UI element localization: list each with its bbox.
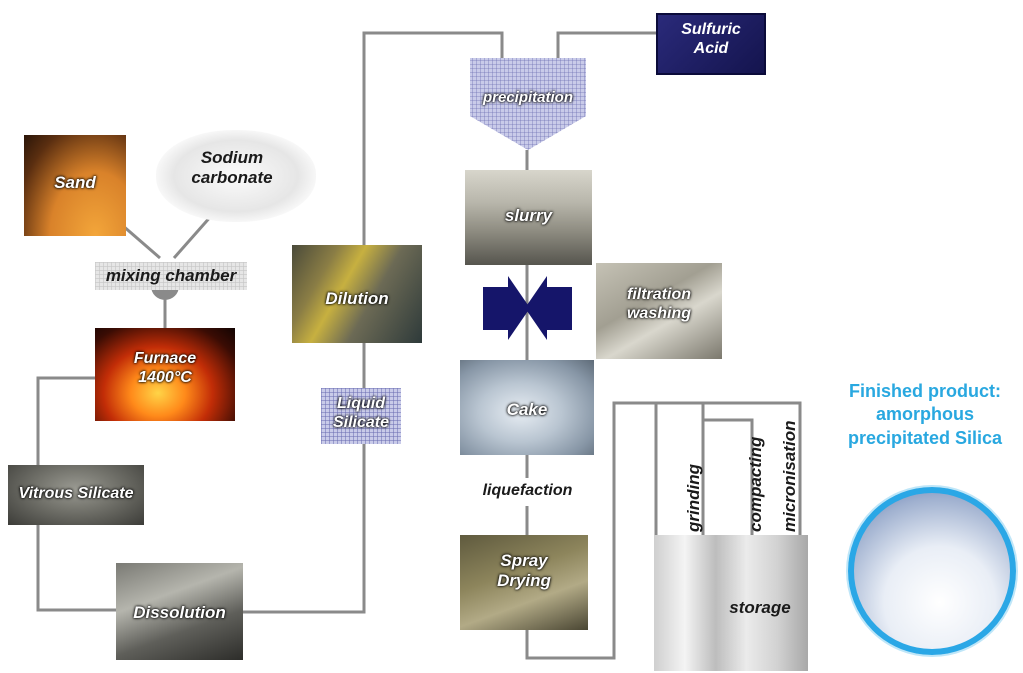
storage-image — [654, 535, 808, 671]
liquid-silicate-label: Liquid Silicate — [332, 395, 390, 431]
furnace-image — [95, 328, 235, 421]
liquid-silicate-box — [321, 388, 401, 444]
sand-label: Sand — [54, 173, 96, 192]
finished-product-caption: Finished product: amorphous precipitated… — [847, 381, 1003, 448]
dissolution-label: Dissolution — [133, 603, 226, 622]
filtration-washing-label: filtration washing — [626, 286, 691, 322]
cake-image — [460, 360, 594, 455]
mixing-chamber-box — [95, 262, 247, 290]
dissolution-image — [116, 563, 243, 660]
furnace-label: Furnace 1400°C — [133, 350, 197, 386]
cake-label: Cake — [506, 400, 548, 419]
vitrous-silicate-image — [8, 465, 144, 525]
dilution-label: Dilution — [325, 289, 389, 308]
sand-image — [24, 135, 126, 236]
liquefaction-label: liquefaction — [455, 482, 600, 501]
spray-drying-label: Spray Drying — [497, 551, 551, 591]
storage-label: storage — [729, 598, 791, 617]
grinding-label: grinding — [684, 464, 703, 532]
sulfuric-acid-box — [656, 13, 766, 75]
slurry-image — [465, 170, 592, 265]
spray-drying-image — [460, 535, 588, 630]
sodium-carbonate-image — [156, 130, 316, 222]
precipitation-label: precipitation — [482, 89, 573, 106]
sulfuric-acid-label: Sulfuric Acid — [681, 21, 741, 57]
sodium-carbonate-label: Sodium carbonate — [191, 148, 273, 188]
dilution-image — [292, 245, 422, 343]
filtration-washing-image — [596, 263, 722, 359]
vitrous-silicate-label: Vitrous Silicate — [18, 485, 134, 502]
compacting-label: compacting — [746, 436, 765, 532]
precipitation-funnel — [470, 58, 586, 150]
slurry-label: slurry — [504, 206, 553, 225]
mixing-chamber-label: mixing chamber — [105, 266, 237, 285]
micronisation-label: micronisation — [780, 420, 799, 532]
finished-product-image — [848, 487, 1016, 655]
